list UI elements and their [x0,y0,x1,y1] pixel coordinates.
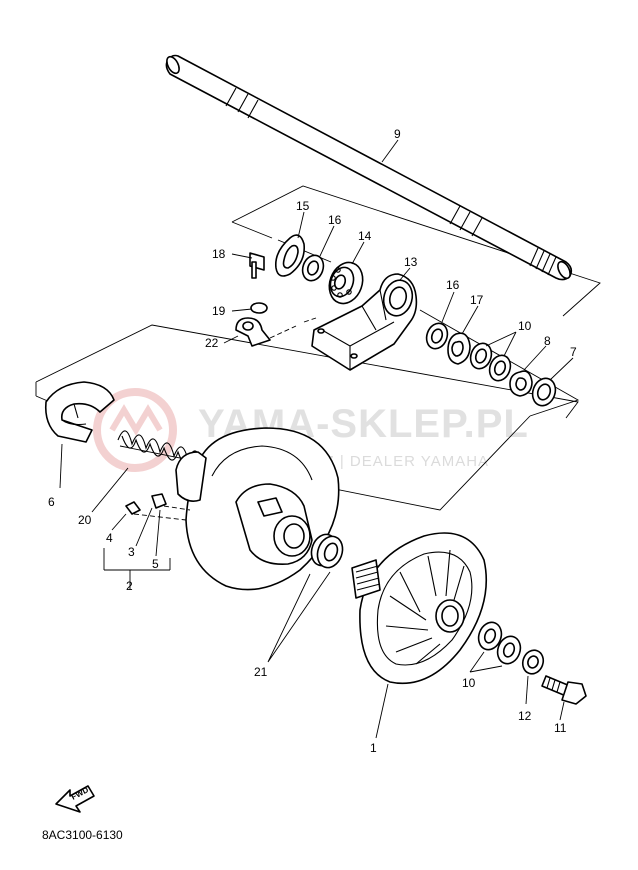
callout-1: 1 [370,741,377,755]
callout-16-right: 16 [446,278,460,292]
clamp-dash-line [269,317,317,339]
watermark-logo [93,388,177,472]
callout-22: 22 [205,336,219,350]
washer-10-a [469,342,493,370]
drive-shaft [165,54,573,281]
weight-screw-4 [125,501,141,515]
right-assembly-frame [419,309,580,417]
fwd-arrow-icon: FWD [55,785,95,813]
bolt-18 [249,252,265,279]
washer-12 [521,649,545,675]
spring-seat [44,381,115,443]
bearing [328,261,364,305]
callout-2: 2 [126,579,133,593]
callout-13: 13 [404,255,418,269]
moveable-sheave [175,427,340,591]
callout-10-lower: 10 [462,676,476,690]
callout-7: 7 [570,345,577,359]
callout-15: 15 [296,199,310,213]
bushing-21 [310,533,344,569]
callout-18: 18 [212,247,226,261]
callout-11: 11 [554,721,567,735]
callout-6: 6 [48,495,55,509]
callout-21: 21 [254,665,268,679]
callout-4: 4 [106,531,113,545]
nut-19 [250,302,268,314]
bolt-11 [541,675,587,705]
callout-16-upper: 16 [328,213,342,227]
callout-5: 5 [152,557,159,571]
washer-16-right [425,322,449,350]
washer-7 [531,377,557,407]
callout-17: 17 [470,293,484,307]
callout-9: 9 [394,127,401,141]
circlip-17 [447,332,471,365]
weight-3 [151,493,167,509]
callout-labels: 9 15 16 14 18 13 19 22 16 17 10 8 7 6 20… [48,127,577,755]
washer-10-d [496,635,522,665]
callout-14: 14 [358,229,372,243]
diagram-code: 8AC3100-6130 [42,828,123,842]
weight-dash-line [133,505,191,521]
fixed-sheave [351,532,488,685]
callout-8: 8 [544,334,551,348]
callout-10-upper: 10 [518,319,532,333]
washer-16-upper [301,254,325,282]
clamp-22 [235,317,271,347]
callout-20: 20 [78,513,92,527]
bearing-housing [311,273,418,371]
circlip [274,234,306,277]
lower-assembly-frame [35,324,579,511]
callout-3: 3 [128,545,135,559]
washer-10-c [477,621,503,651]
leader-lines [59,139,574,739]
callout-19: 19 [212,304,226,318]
circlip-8 [509,370,533,397]
callout-12: 12 [518,709,532,723]
